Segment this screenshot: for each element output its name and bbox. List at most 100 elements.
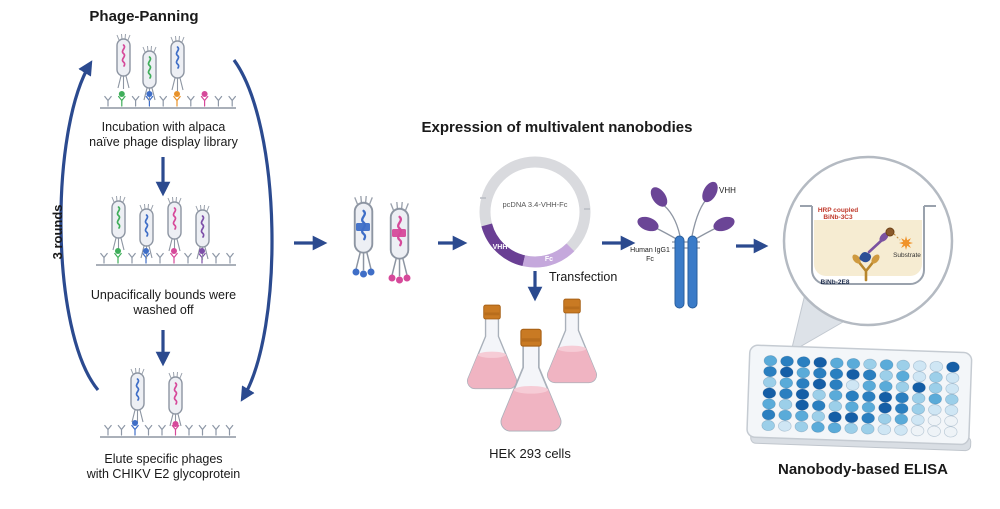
gene-insert-pink: [392, 229, 406, 237]
plate-well: [828, 411, 842, 423]
plate-well: [911, 414, 925, 426]
step2-line2: washed off: [133, 303, 194, 318]
plate-well: [779, 377, 794, 389]
step2-line1: Unpacifically bounds were: [90, 288, 237, 302]
plate-well: [862, 391, 876, 403]
plate-well: [794, 421, 809, 433]
plate-well: [929, 360, 944, 373]
elisa-title: Nanobody-based ELISA: [777, 461, 949, 478]
plate-well: [912, 381, 926, 394]
plate-well: [829, 368, 844, 380]
step3-line1: Elute specific phages: [104, 452, 223, 466]
plate-well: [896, 359, 910, 371]
substrate-star: [899, 236, 913, 250]
plate-well: [811, 421, 825, 433]
plate-well: [779, 366, 794, 378]
phage-group-incubation: [116, 33, 208, 102]
cycle-arc-right: [232, 59, 274, 402]
plate-well: [845, 379, 860, 391]
plate-well: [894, 402, 909, 415]
plasmid-vhh-segment-label: VHH: [492, 244, 508, 251]
surface-3: [100, 424, 236, 438]
capture-binb-label: BiNb-2E8: [820, 279, 850, 286]
plate-well: [846, 368, 860, 380]
plate-well: [795, 410, 809, 422]
plate-wells: [761, 355, 960, 438]
vhh-tag-label: VHH: [719, 186, 736, 195]
plate-well: [913, 360, 927, 372]
plate-well: [944, 404, 959, 416]
plate-well: [945, 393, 959, 406]
plate-well: [878, 391, 893, 403]
plate-well: [894, 413, 909, 425]
plate-well: [895, 392, 909, 404]
plate-well: [945, 372, 960, 384]
elisa-well-zoom: [782, 155, 954, 327]
hrp-enzyme: [885, 227, 895, 237]
plate-well: [895, 381, 910, 393]
panning-cycle-arrows: [59, 59, 274, 402]
plate-well: [828, 389, 843, 401]
plate-well: [763, 355, 778, 367]
plate-well: [945, 383, 959, 395]
plate-well: [944, 415, 958, 427]
culture-flasks: [467, 298, 597, 432]
step1-label: Incubation with alpaca naïve phage displ…: [76, 120, 251, 151]
plate-well: [813, 367, 827, 379]
step3-label: Elute specific phages with CHIKV E2 glyc…: [66, 452, 261, 483]
step2-label: Unpacifically bounds were washed off: [76, 288, 251, 319]
flow-arrows: [294, 235, 769, 302]
plate-well: [911, 403, 926, 415]
surface-1: [100, 95, 236, 109]
plasmid-name-label: pcDNA 3.4-VHH-Fc: [502, 200, 568, 209]
plate-well: [894, 424, 908, 436]
plate-well: [860, 423, 875, 435]
plate-well: [795, 399, 809, 411]
plate-well: [844, 412, 859, 424]
plate-well: [927, 425, 941, 437]
step1-line1: Incubation with alpaca: [101, 120, 226, 134]
plate-well: [879, 370, 893, 382]
plate-well: [877, 423, 892, 436]
plate-well: [912, 371, 927, 383]
plate-well: [762, 376, 777, 388]
plate-well: [844, 422, 858, 434]
plate-well: [796, 367, 811, 379]
phage-group-elution: [130, 367, 183, 428]
surface-2: [96, 252, 236, 266]
plate-well: [778, 398, 793, 411]
plate-well: [846, 358, 861, 370]
gene-insert-blue: [356, 223, 370, 231]
plate-well: [812, 389, 826, 401]
plate-well: [796, 356, 811, 368]
expression-title: Expression of multivalent nanobodies: [421, 119, 693, 136]
phage-panning-title: Phage-Panning: [89, 8, 199, 25]
plate-well: [928, 404, 942, 416]
plate-well: [761, 409, 776, 421]
plate-well: [762, 398, 776, 410]
plate-well: [763, 365, 777, 378]
antigen-blob: [859, 252, 872, 263]
step1-line2: naïve phage display library: [89, 135, 238, 150]
plate-well: [928, 393, 942, 405]
plasmid-fc-arc: [522, 243, 575, 268]
plate-well: [779, 388, 793, 400]
plate-well: [780, 355, 794, 367]
selected-phage-pair: [352, 194, 411, 284]
plate-well: [827, 422, 842, 434]
step3-line2: with CHIKV E2 glycoprotein: [86, 467, 241, 482]
plasmid-fc-segment-label: Fc: [544, 256, 554, 263]
elisa-plate: [746, 344, 973, 452]
plate-well: [946, 361, 960, 373]
rounds-label: 3 rounds: [50, 204, 66, 260]
displayed-nanobody-dots: [352, 268, 411, 284]
vhh-fc-antibody: [637, 181, 735, 309]
plate-well: [896, 370, 910, 382]
plate-well: [829, 379, 843, 391]
plate-well: [778, 420, 792, 432]
hrp-binb-label: HRP coupled BiNb-3C3: [817, 207, 859, 222]
plate-well: [861, 412, 875, 424]
bound-antigen-dots: [118, 91, 208, 97]
